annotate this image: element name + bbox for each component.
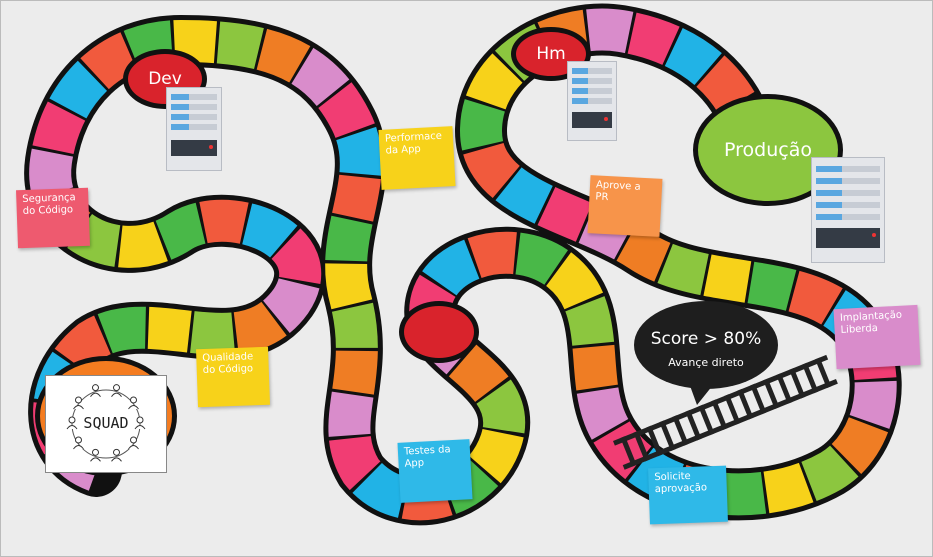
note-solicite: Solicite aprovação [648,465,728,525]
note-seguranca-text: Segurança do Código [22,192,76,218]
note-performance-text: Performace da App [384,130,443,157]
ladder-icon [613,354,838,470]
hm-stage-label: Hm [536,44,566,64]
dev-server-icon [166,87,222,171]
note-seguranca: Segurança do Código [16,187,90,249]
score-bubble [634,301,778,405]
checkpoint-circle [399,301,479,363]
game-track [24,3,902,526]
dev-stage-label: Dev [148,69,182,89]
note-aprove-pr-text: Aprove a PR [595,179,641,204]
track-tile [29,8,897,521]
track-tile [29,8,897,521]
score-subtitle: Avançe direto [668,356,744,369]
squad-label: SQUAD [83,414,129,432]
note-aprove-pr: Aprove a PR [587,175,663,237]
note-implantacao-text: Implantação Liberda [839,309,903,336]
note-qualidade-text: Qualidade do Código [202,351,254,377]
track-tile [29,8,897,521]
note-qualidade: Qualidade do Código [196,346,270,408]
producao-stage-label: Produção [724,139,812,161]
producao-server-icon [811,157,885,263]
note-performance: Performace da App [378,126,456,190]
note-testes: Testes da App [397,439,473,503]
score-title: Score > 80% [650,329,762,349]
note-implantacao: Implantação Liberda [833,304,921,370]
team-icon [66,384,146,462]
hm-server-icon [567,61,617,141]
squad-card: SQUAD [45,375,167,473]
note-solicite-text: Solicite aprovação [654,470,708,496]
note-testes-text: Testes da App [403,444,451,470]
